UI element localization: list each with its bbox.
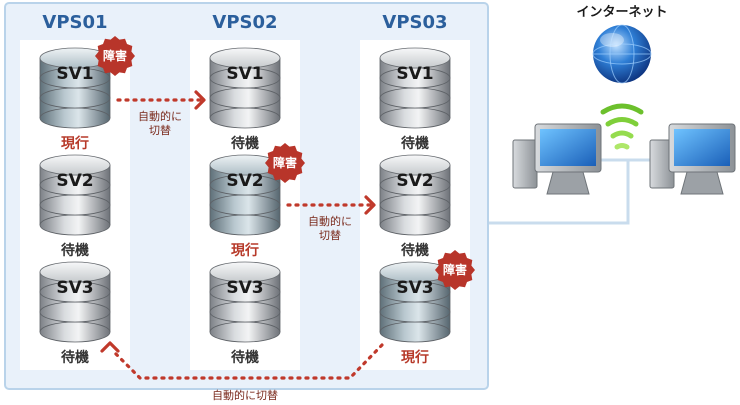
server-name: SV3 <box>396 278 433 298</box>
server-status: 現行 <box>401 349 429 366</box>
vps-title: VPS01 <box>42 12 107 33</box>
server-name: SV1 <box>396 64 433 84</box>
failover-arrow-1: 自動的に切替 <box>116 90 206 137</box>
vps-title: VPS03 <box>382 12 447 33</box>
failover-arrow-2: 自動的に切替 <box>286 195 376 242</box>
server-sv3: SV3 現行 障害 <box>379 250 475 366</box>
server-sv1: SV1 待機 <box>379 47 451 152</box>
server-icon <box>379 47 451 129</box>
fault-label: 障害 <box>273 155 297 170</box>
switch-label: 自動的に <box>308 214 352 228</box>
server-sv2: SV2 待機 <box>379 154 451 259</box>
server-icon <box>209 261 281 343</box>
server-name: SV3 <box>56 278 93 298</box>
switch-label: 自動的に <box>138 109 182 123</box>
vps-columns: VPS01SV1現行障害SV2待機SV3待機VPS02SV1待機SV2現行障害S… <box>20 12 475 370</box>
fault-badge: 障害 <box>265 143 305 183</box>
server-icon <box>379 154 451 236</box>
server-name: SV3 <box>226 278 263 298</box>
server-name: SV2 <box>396 171 433 191</box>
server-name: SV1 <box>226 64 263 84</box>
server-status: 現行 <box>61 135 89 152</box>
internet-label: インターネット <box>576 5 667 20</box>
server-status: 待機 <box>231 135 259 152</box>
server-sv2: SV2 待機 <box>39 154 111 259</box>
server-sv3: SV3 待機 <box>39 261 111 366</box>
server-status: 待機 <box>61 349 89 366</box>
server-name: SV1 <box>56 64 93 84</box>
server-sv1: SV1 待機 <box>209 47 281 152</box>
server-icon <box>39 154 111 236</box>
switch-label: 切替 <box>149 123 171 137</box>
server-status: 待機 <box>61 242 89 259</box>
server-name: SV2 <box>226 171 263 191</box>
server-sv2: SV2 現行 障害 <box>209 143 305 259</box>
vps-title: VPS02 <box>212 12 277 33</box>
network-line <box>487 158 662 225</box>
fault-badge: 障害 <box>95 36 135 76</box>
server-icon <box>209 47 281 129</box>
switch-label: 切替 <box>319 228 341 242</box>
server-icon <box>379 261 451 343</box>
server-status: 現行 <box>231 242 259 259</box>
internet-area: インターネット <box>512 5 736 195</box>
server-sv1: SV1 現行 障害 <box>39 36 135 152</box>
fault-label: 障害 <box>103 48 127 63</box>
computer-icon <box>512 123 602 195</box>
switch-label: 自動的に切替 <box>212 388 278 402</box>
failover-arrow-3: 自動的に切替 <box>100 341 384 402</box>
server-status: 待機 <box>231 349 259 366</box>
server-status: 待機 <box>401 135 429 152</box>
wifi-icon <box>600 103 644 150</box>
fault-badge: 障害 <box>435 250 475 290</box>
server-status: 待機 <box>401 242 429 259</box>
computer-icon <box>649 123 736 195</box>
globe-icon <box>592 24 652 84</box>
fault-label: 障害 <box>443 262 467 277</box>
server-icon <box>209 154 281 236</box>
server-icon <box>39 47 111 129</box>
server-icon <box>39 261 111 343</box>
server-name: SV2 <box>56 171 93 191</box>
server-sv3: SV3 待機 <box>209 261 281 366</box>
